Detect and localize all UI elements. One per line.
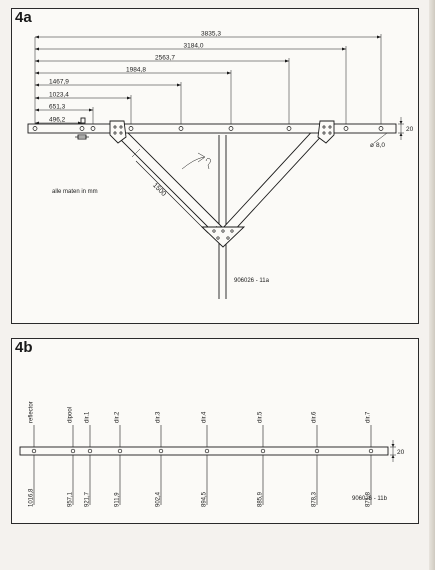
antenna-element: dir.2 911,9: [115, 411, 121, 507]
boom-hole: [286, 126, 292, 131]
antenna-element: dipool 957,1: [68, 407, 74, 507]
mast-junction-plate: [200, 226, 246, 248]
boom-height-label-a: 20: [406, 126, 414, 133]
element-hole: [87, 448, 93, 454]
element-name: dir.5: [258, 411, 264, 423]
antenna-element: dir.5 885,9: [258, 411, 264, 507]
element-length: 911,9: [115, 492, 121, 507]
antenna-element: dir.1 921,7: [85, 411, 91, 507]
boom-hole: [128, 126, 134, 131]
dimension-label: 1984,8: [126, 67, 146, 74]
boom-hole: [178, 126, 184, 131]
element-name: dir.7: [366, 411, 372, 423]
boom-hole: [32, 126, 38, 131]
dimension-line: 2563,7: [35, 55, 290, 124]
panel-4a-label: 4a: [15, 9, 32, 26]
dimension-line: 3835,3: [35, 31, 382, 124]
boom-hole: [228, 126, 234, 131]
element-holes: [31, 448, 374, 454]
boom: [27, 123, 397, 134]
boom-hole: [79, 126, 85, 131]
dimension-line: 651,3: [35, 104, 94, 124]
element-name: dir.3: [156, 411, 162, 423]
dimension-label: 2563,7: [155, 55, 175, 62]
page-edge-shadow: [429, 0, 435, 570]
element-name: dipool: [68, 407, 74, 423]
boom-height-label-b: 20: [397, 449, 405, 456]
right-strut: [221, 124, 327, 236]
element-name: dir.4: [202, 411, 208, 423]
boom-hole: [90, 126, 96, 131]
dimension-label: 3835,3: [201, 31, 221, 38]
element-name: reflector: [29, 401, 35, 423]
boom-height-dimension-b: 20: [390, 440, 405, 462]
strut-length-label: 1500: [151, 182, 167, 198]
dimension-line: 1467,9: [35, 79, 182, 124]
antenna-element: dir.7 871,8: [366, 411, 372, 507]
antenna-element: dir.6 878,3: [312, 411, 318, 507]
element-hole: [70, 448, 76, 454]
boom-assembly-drawing: 3835,3 3184,0 2563,7 1984,8 1467,9 1023,4 651,…: [27, 31, 414, 299]
diameter-symbol: ø: [370, 142, 374, 149]
dimension-line: 1023,4: [35, 92, 132, 124]
units-note: alle maten in mm: [52, 189, 98, 195]
dimension-lines: 3835,3 3184,0 2563,7 1984,8 1467,9 1023,4 651,…: [34, 31, 382, 131]
element-length: 894,5: [202, 491, 208, 507]
element-hole: [31, 448, 37, 454]
hand-mark: [181, 152, 211, 170]
element-name: dir.1: [85, 411, 91, 423]
panel-4b-label: 4b: [15, 339, 33, 356]
element-length: 885,9: [258, 491, 264, 507]
boom-holes: [32, 126, 384, 131]
mast: [218, 135, 227, 299]
feed-connector: [75, 117, 89, 140]
element-length: 1016,8: [29, 488, 35, 507]
antenna-elements: reflector1016,8dipool957,1dir.1921,7dir.…: [29, 401, 372, 507]
element-hole: [260, 448, 266, 454]
figure-id-a: 906026 - 11a: [234, 278, 270, 284]
right-clamp-plate: [317, 120, 335, 144]
element-hole: [117, 448, 123, 454]
antenna-element: dir.3 902,4: [156, 411, 162, 507]
dimension-label: 3184,0: [184, 43, 204, 50]
boom-hole: [378, 126, 384, 131]
element-length: 878,3: [312, 491, 318, 507]
antenna-element: reflector 1016,8: [29, 401, 35, 507]
element-length: 902,4: [156, 491, 162, 507]
element-length: 957,1: [68, 491, 74, 507]
element-name: dir.6: [312, 411, 318, 423]
boom-b: [19, 446, 389, 456]
hole-diameter-callout: ø 8,0: [370, 132, 388, 149]
element-hole: [158, 448, 164, 454]
element-hole: [314, 448, 320, 454]
left-clamp-plate: [109, 120, 127, 144]
boom-height-dimension: 20: [398, 117, 414, 140]
element-hole: [368, 448, 374, 454]
panel-4a: 4a 3835,3 3184,0 2563,7 1984,8 1467,9 1023,4 6…: [11, 8, 419, 324]
hole-diameter-label: 8,0: [376, 142, 385, 149]
dimension-label: 1467,9: [49, 79, 69, 86]
boom-hole: [343, 126, 349, 131]
dimension-label: 1023,4: [49, 92, 69, 99]
element-length: 871,8: [366, 491, 372, 507]
dimension-label: 651,3: [49, 104, 66, 111]
dimension-line: 496,2: [35, 117, 83, 125]
element-hole: [204, 448, 210, 454]
figure-id-b: 906026 - 11b: [352, 496, 388, 502]
left-strut: [111, 124, 225, 236]
element-length: 921,7: [85, 491, 91, 507]
element-layout-drawing: reflector1016,8dipool957,1dir.1921,7dir.…: [19, 401, 405, 507]
element-name: dir.2: [115, 411, 121, 423]
dimension-label: 496,2: [49, 117, 66, 124]
dimension-line: 3184,0: [35, 43, 347, 124]
antenna-element: dir.4 894,5: [202, 411, 208, 507]
dimension-line: 1984,8: [35, 67, 232, 124]
